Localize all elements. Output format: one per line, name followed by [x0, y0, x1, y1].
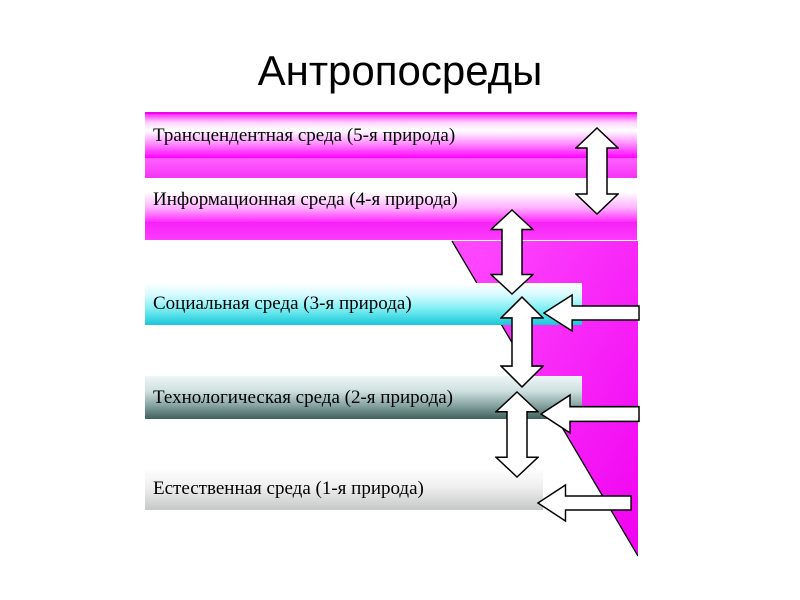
left-arrow-icon: [543, 293, 640, 333]
up-down-arrow-icon: [500, 296, 544, 388]
layer-bar-transcendent: Трансцендентная среда (5-я природа): [145, 114, 637, 158]
up-down-arrow-icon: [495, 391, 539, 478]
up-down-arrow-icon: [575, 127, 619, 215]
slide-title: Антропосреды: [257, 47, 543, 94]
layer-bar-social: Социальная среда (3-я природа): [145, 283, 582, 325]
layer-label: Информационная среда (4-я природа): [153, 189, 458, 210]
left-arrow-icon: [537, 483, 632, 523]
left-arrow-icon: [540, 393, 640, 435]
layer-label: Трансцендентная среда (5-я природа): [153, 125, 456, 146]
up-down-arrow-icon: [490, 209, 534, 295]
layer-label: Естественная среда (1-я природа): [153, 478, 424, 499]
layer-bar-information: Информационная среда (4-я природа): [145, 178, 637, 222]
layer-label: Социальная среда (3-я природа): [153, 293, 412, 314]
layer-label: Технологическая среда (2-я природа): [153, 386, 454, 408]
layer-bar-natural: Естественная среда (1-я природа): [145, 468, 543, 510]
